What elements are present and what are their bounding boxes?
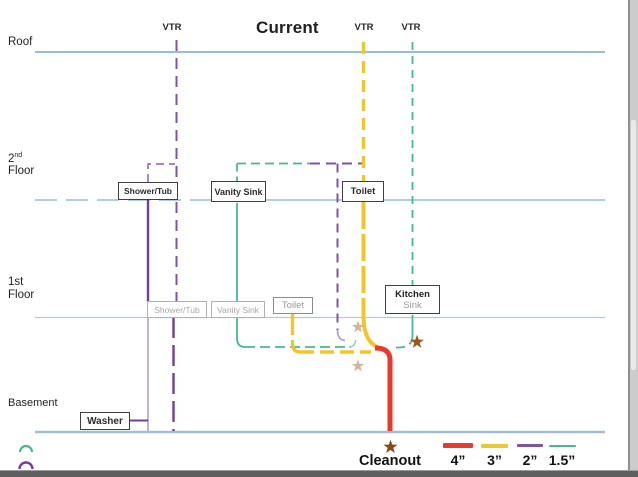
fixture-box-washer: Washer — [80, 412, 130, 430]
legend-label-2in: 2” — [522, 452, 538, 468]
toilet2-stack-curve — [361, 315, 381, 350]
main-drain — [374, 345, 393, 431]
vtr-label-toilet: VTR — [354, 22, 374, 33]
fixture-box-vanity-sink-2nd: Vanity Sink — [211, 181, 266, 202]
legend-swatch-4in — [443, 443, 473, 448]
legend-swatch-3in — [481, 444, 508, 448]
fixture-box-shower-tub-1st: Shower/Tub — [147, 301, 207, 318]
vtr-label-shower: VTR — [162, 22, 182, 33]
toilet1-drain-elbow — [290, 342, 301, 354]
floor-label-1st: 1st Floor — [8, 276, 34, 301]
trap-symbol-green-icon — [18, 444, 34, 453]
vanity-drain-vertical — [236, 203, 246, 348]
cleanout-label: Cleanout — [358, 453, 422, 469]
window-bottom-bar — [0, 470, 638, 477]
floor-label-basement: Basement — [8, 397, 58, 409]
fixture-box-toilet-1st: Toilet — [273, 297, 313, 314]
floor-label-2nd: 2nd Floor — [8, 152, 34, 178]
legend-label-4in: 4” — [450, 452, 466, 468]
legend-swatch-2in — [517, 444, 543, 447]
floor2-word: Floor — [8, 165, 35, 178]
legend-label-1-5in: 1.5” — [548, 452, 576, 468]
floor2-ordinal: nd — [14, 152, 23, 159]
vanity-drain-hook — [348, 339, 357, 348]
scrollbar-thumb[interactable] — [631, 120, 636, 370]
toilet1-vent-hook — [336, 329, 346, 342]
kitchen-sink-line2: Sink — [403, 299, 422, 311]
floor-label-roof: Roof — [8, 36, 33, 48]
kitchen-sink-line1: Kitchen — [395, 288, 430, 300]
vertical-scrollbar[interactable] — [628, 0, 638, 470]
floor2-number: 2 — [8, 152, 15, 165]
legend-label-3in: 3” — [487, 452, 502, 468]
floor1-word: Floor — [8, 288, 35, 301]
kitchen-drain-elbow — [392, 335, 414, 349]
diagram-title: Current — [256, 18, 319, 37]
legend-swatch-1-5in — [549, 445, 576, 447]
fixture-box-toilet-2nd: Toilet — [342, 181, 384, 202]
vtr-label-kitchen: VTR — [401, 22, 421, 33]
fixture-box-kitchen-sink: Kitchen Sink — [385, 285, 440, 314]
trap-symbol-purple-icon — [18, 461, 34, 470]
cleanout-star-lower-icon — [351, 359, 365, 372]
cleanout-marker-star-icon — [383, 439, 398, 453]
fixture-box-vanity-sink-1st: Vanity Sink — [211, 301, 265, 318]
fixture-box-shower-tub-2nd: Shower/Tub — [118, 182, 178, 200]
shower2-vent-branch — [147, 163, 175, 182]
floor1-number: 1st — [8, 276, 24, 288]
